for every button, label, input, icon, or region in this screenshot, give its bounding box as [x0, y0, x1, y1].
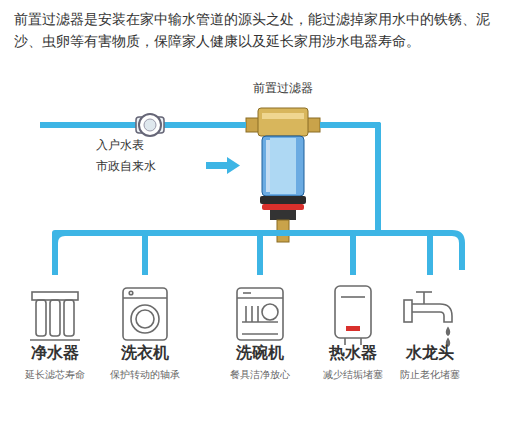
water-pipe [260, 125, 378, 275]
washer-icon [123, 288, 167, 340]
heater-icon [335, 286, 371, 345]
meter-node: 入户水表 [96, 137, 176, 159]
appliance-node: 热水器减少结垢堵塞 [308, 275, 398, 387]
node-name: 水龙头 [385, 343, 475, 364]
purifier-icon [30, 292, 80, 340]
inlet-pipe [40, 122, 202, 128]
node-subtitle: 防止老化堵塞 [385, 368, 475, 382]
water-pipe [320, 125, 430, 275]
filter-node: 前置过滤器 [243, 80, 323, 250]
title-text: 前置过滤器是安装在家中输水管道的源头之处，能过滤掉家用水中的铁锈、泥沙、虫卵等有… [14, 8, 504, 52]
water-pipe [145, 125, 378, 275]
node-name: 前置过滤器 [243, 80, 323, 97]
appliance-node: 洗碗机餐具洁净放心 [215, 275, 305, 387]
water-meter [136, 114, 164, 136]
water-pipe [55, 125, 378, 275]
node-subtitle: 延长滤芯寿命 [10, 368, 100, 382]
node-name: 热水器 [308, 343, 398, 364]
water-pipe [320, 125, 378, 275]
node-name: 洗碗机 [215, 343, 305, 364]
appliance-node: 净水器延长滤芯寿命 [10, 275, 100, 387]
node-subtitle: 保护转动的轴承 [100, 368, 190, 382]
node-subtitle: 餐具洁净放心 [215, 368, 305, 382]
appliance-node: 洗衣机保护转动的轴承 [100, 275, 190, 387]
node-name: 入户水表 [96, 137, 176, 154]
node-subtitle: 减少结垢堵塞 [308, 368, 398, 382]
flow-arrow [206, 157, 240, 174]
node-name: 净水器 [10, 343, 100, 364]
appliance-node: 水龙头防止老化堵塞 [385, 275, 475, 387]
water-pipe [202, 122, 246, 128]
node-name: 洗衣机 [100, 343, 190, 364]
faucet-icon [404, 292, 452, 346]
flow-label: 市政自来水 [96, 158, 156, 175]
prefilter-unit [246, 108, 320, 242]
dishwasher-icon [237, 288, 283, 340]
